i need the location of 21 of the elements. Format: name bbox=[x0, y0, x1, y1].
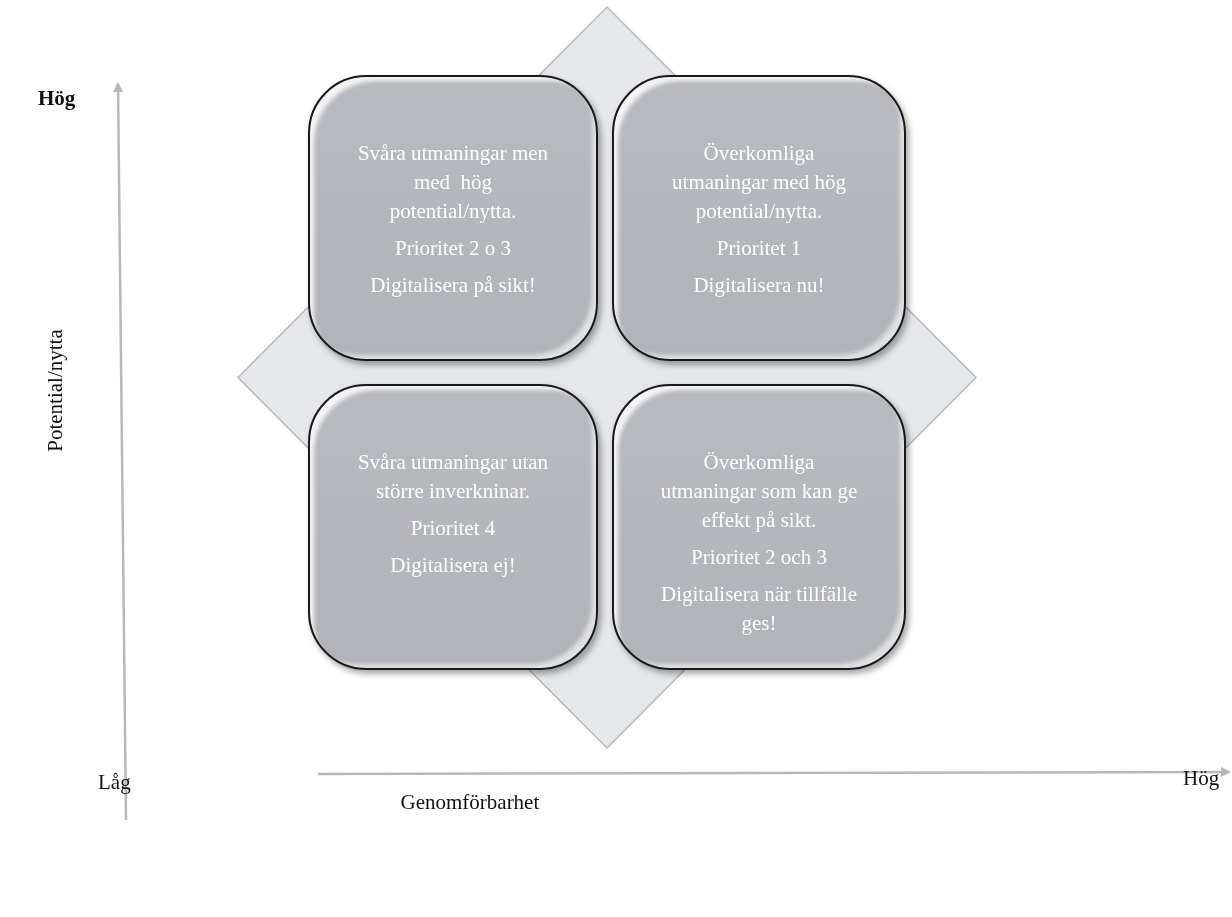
quadrant-text: Digitalisera nu! bbox=[693, 271, 825, 299]
quadrant-text: Svåra utmaningar utan större inverkninar. bbox=[356, 449, 550, 505]
axis-end-label: Låg bbox=[98, 770, 131, 795]
axis-end-label: Hög bbox=[1183, 766, 1220, 791]
quadrant-text: Överkomliga utmaningar med hög potential/nytta. bbox=[671, 140, 847, 225]
quadrant-text: Överkomliga utmaningar som kan ge effekt på sikt. bbox=[659, 449, 859, 534]
quadrant-box bbox=[308, 75, 598, 361]
axis-end-label: Hög bbox=[38, 86, 76, 111]
axis-title: Genomförbarhet bbox=[400, 790, 540, 815]
quadrant-text: Prioritet 2 och 3 bbox=[691, 543, 827, 571]
quadrant-text: Svåra utmaningar men med hög potential/nytta. bbox=[356, 140, 550, 225]
quadrant-text: Digitalisera ej! bbox=[390, 551, 516, 579]
quadrant-box bbox=[612, 384, 906, 670]
quadrant-text: Prioritet 2 o 3 bbox=[394, 234, 512, 262]
quadrant-text: Prioritet 4 bbox=[410, 514, 496, 542]
quadrant-text: Prioritet 1 bbox=[716, 234, 802, 262]
quadrant-text: Digitalisera på sikt! bbox=[370, 271, 536, 299]
quadrant-box bbox=[308, 384, 598, 670]
axis-title: Potential/nytta bbox=[42, 328, 68, 452]
quadrant-text: Digitalisera när tillfälle ges! bbox=[660, 580, 858, 637]
quadrant-box bbox=[612, 75, 906, 361]
